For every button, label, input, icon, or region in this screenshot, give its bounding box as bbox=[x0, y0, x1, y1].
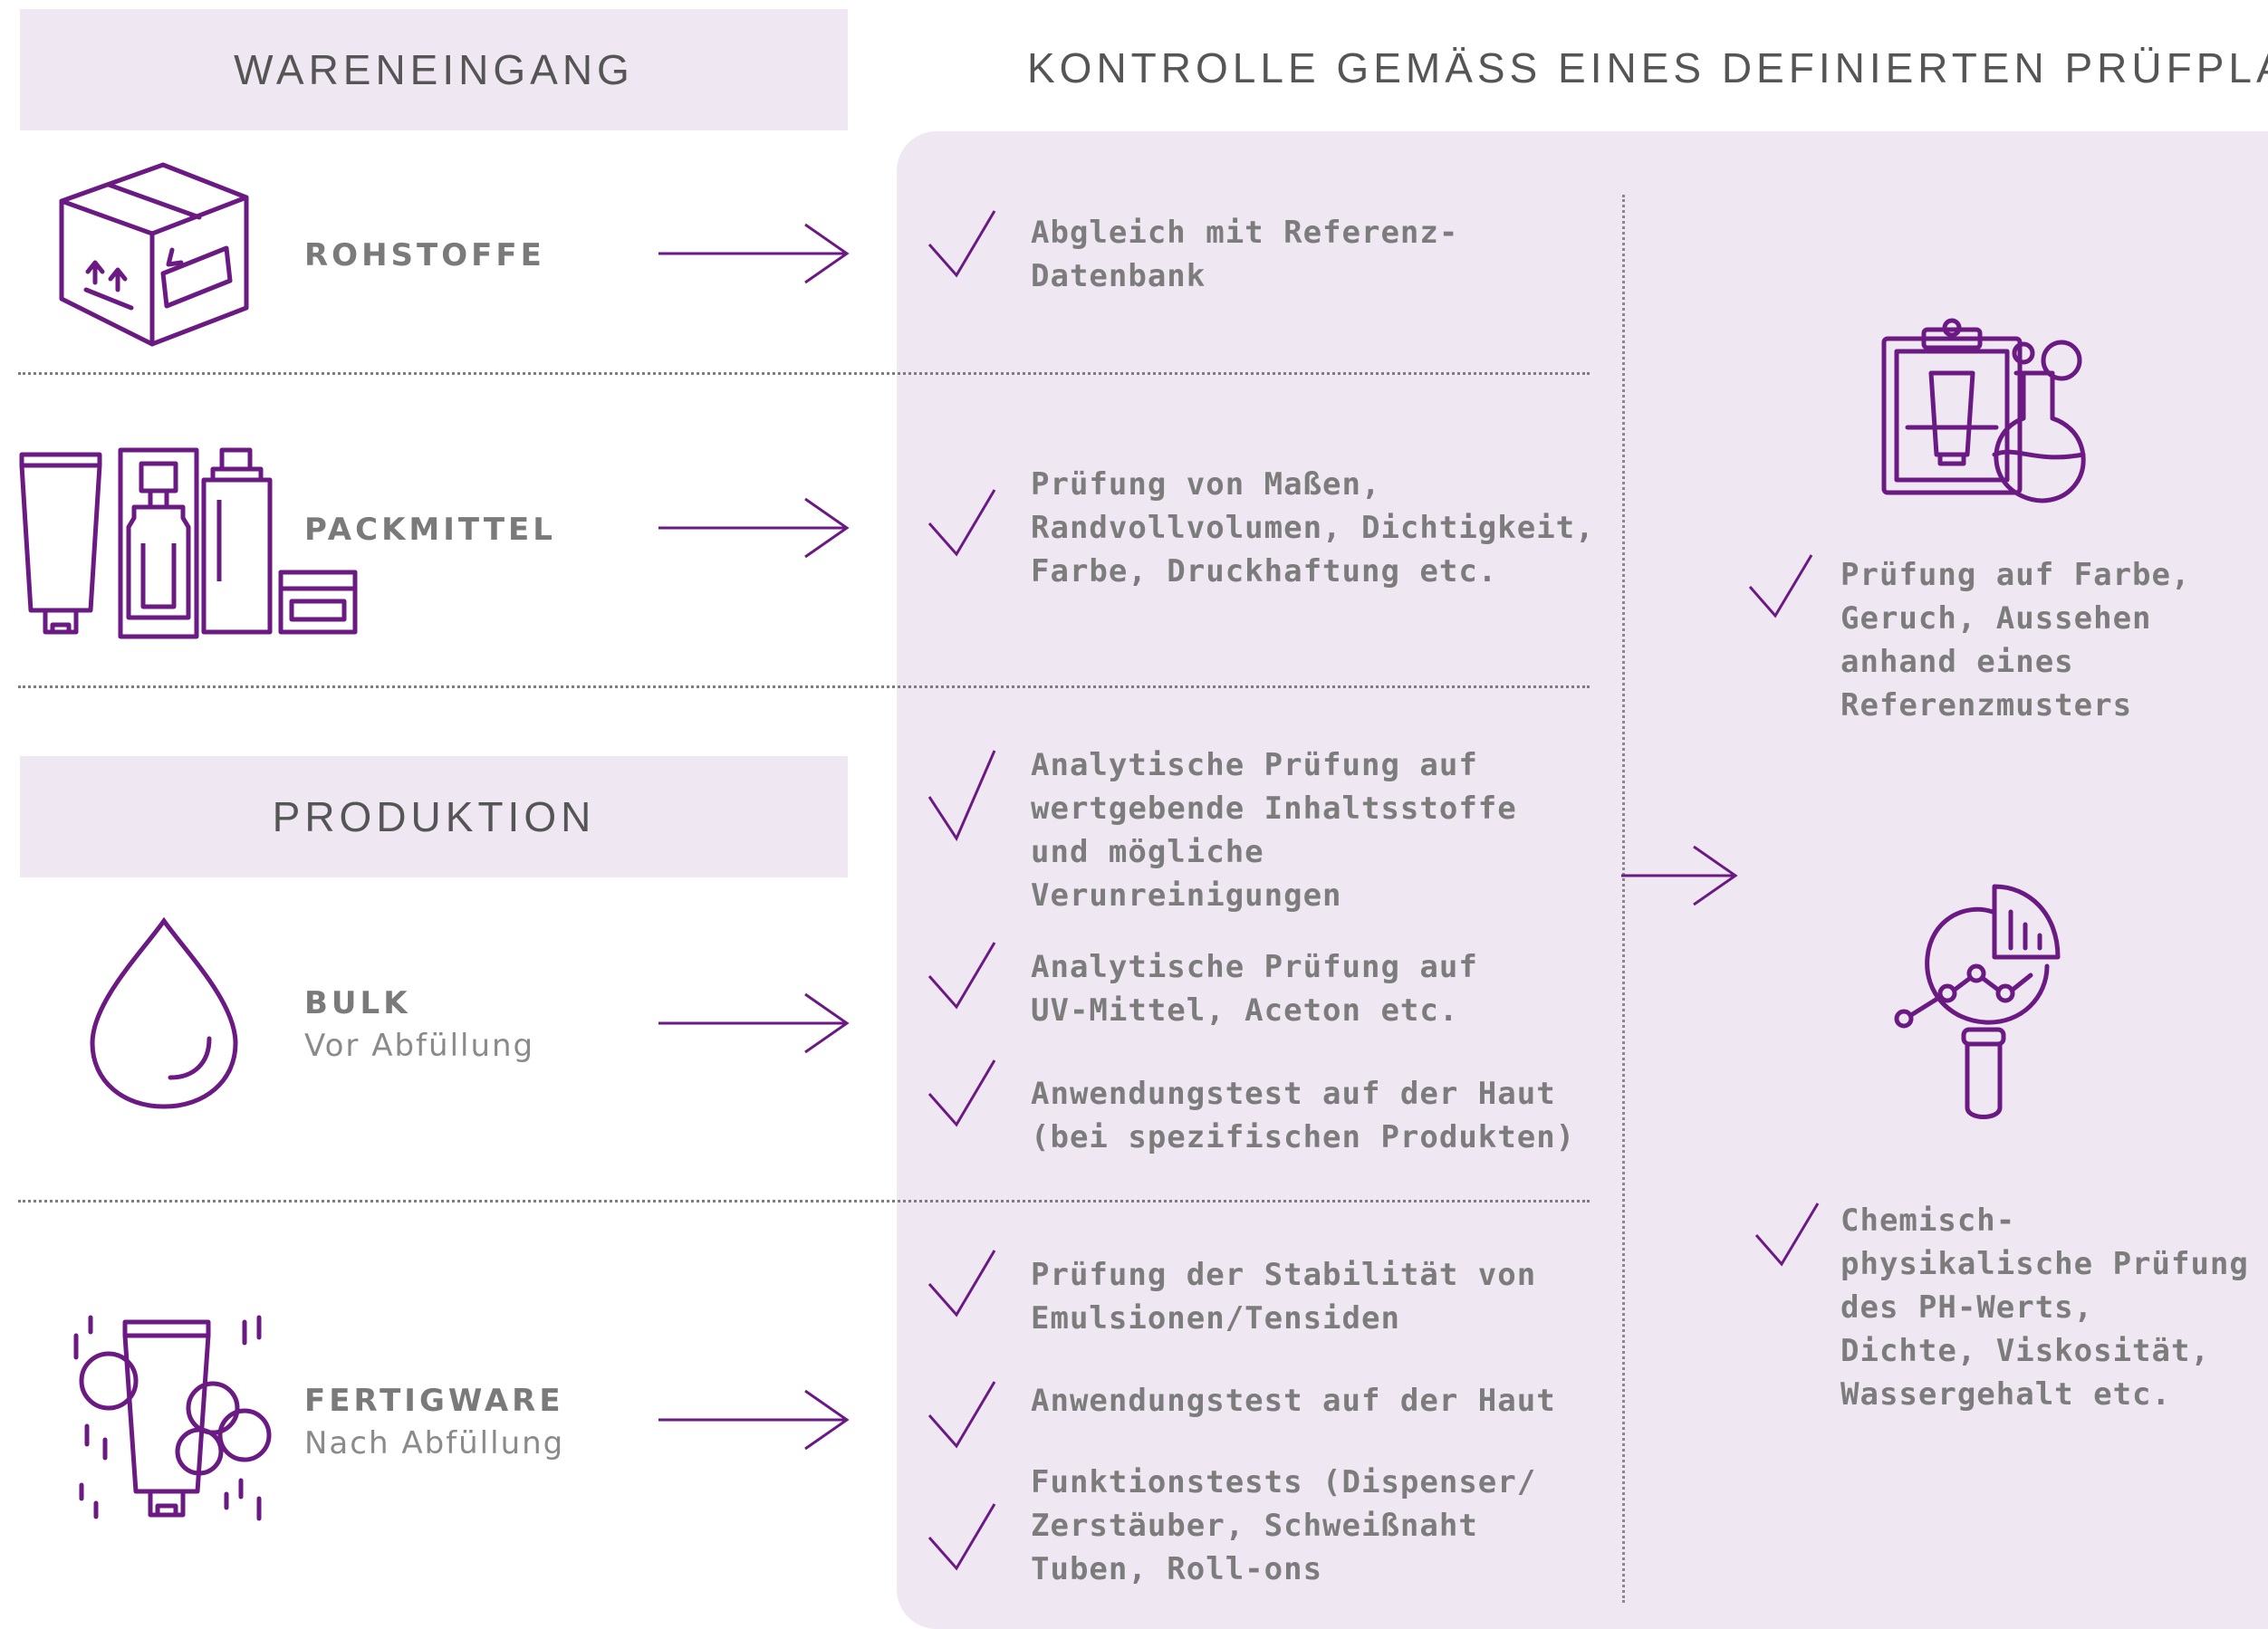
check-packmittel-text: Prüfung von Maßen, Randvollvolumen, Dich… bbox=[1031, 466, 1595, 589]
check-icon bbox=[927, 750, 996, 842]
check-icon bbox=[927, 1381, 996, 1449]
separator-1 bbox=[18, 372, 1590, 375]
inspection-panel bbox=[897, 131, 2268, 1629]
header-produktion: PRODUKTION bbox=[20, 756, 848, 877]
header-wareneingang-label: WARENEINGANG bbox=[234, 46, 634, 93]
separator-vertical bbox=[1622, 195, 1625, 1603]
lab-check-text-2: Chemisch- physikalische Prüfung des PH-W… bbox=[1840, 1203, 2249, 1413]
check-icon bbox=[1748, 554, 1813, 618]
category-rohstoffe-title: ROHSTOFFE bbox=[304, 237, 545, 273]
check-icon bbox=[927, 1250, 996, 1318]
category-packmittel-title: PACKMITTEL bbox=[304, 512, 556, 548]
arrow-right-icon bbox=[658, 992, 850, 1054]
separator-2 bbox=[18, 685, 1590, 688]
header-produktion-label: PRODUKTION bbox=[272, 793, 596, 840]
lab-clipboard-flask-icon bbox=[1881, 318, 2086, 503]
category-bulk-subtitle: Vor Abfüllung bbox=[304, 1028, 535, 1064]
check-icon bbox=[1754, 1203, 1820, 1267]
check-bulk-text-2: Analytische Prüfung auf UV-Mittel, Aceto… bbox=[1031, 949, 1478, 1029]
check-icon bbox=[927, 210, 996, 278]
check-bulk-text-1: Analytische Prüfung auf wertgebende Inha… bbox=[1031, 747, 1517, 914]
separator-3 bbox=[18, 1200, 1590, 1203]
lab-check-text-1: Prüfung auf Farbe, Geruch, Aussehen anha… bbox=[1840, 557, 2191, 723]
packaging-icon bbox=[19, 447, 358, 639]
box-icon bbox=[59, 162, 249, 347]
category-fertigware-subtitle: Nach Abfüllung bbox=[304, 1425, 565, 1461]
magnifier-chart-icon bbox=[1894, 884, 2061, 1119]
check-bulk-text-3: Anwendungstest auf der Haut (bei spezifi… bbox=[1031, 1076, 1576, 1155]
header-kontrolle: KONTROLLE GEMÄSS EINES DEFINIERTEN PRÜFP… bbox=[1027, 44, 2268, 91]
check-icon bbox=[927, 1059, 996, 1127]
arrow-right-icon bbox=[658, 497, 850, 559]
header-wareneingang: WARENEINGANG bbox=[20, 9, 848, 130]
check-fertigware-text-3: Funktionstests (Dispenser/ Zerstäuber, S… bbox=[1031, 1464, 1537, 1587]
drop-icon bbox=[90, 916, 238, 1109]
check-icon bbox=[927, 942, 996, 1010]
category-fertigware-title: FERTIGWARE bbox=[304, 1383, 564, 1419]
check-fertigware-text-1: Prüfung der Stabilität von Emulsionen/Te… bbox=[1031, 1257, 1537, 1337]
category-bulk-title: BULK bbox=[304, 985, 411, 1021]
arrow-right-icon bbox=[658, 223, 850, 284]
check-icon bbox=[927, 1503, 996, 1571]
arrow-right-icon bbox=[1621, 845, 1738, 906]
check-icon bbox=[927, 489, 996, 557]
finished-product-icon bbox=[73, 1315, 272, 1521]
check-rohstoffe-text: Abgleich mit Referenz- Datenbank bbox=[1031, 215, 1459, 294]
check-fertigware-text-2: Anwendungstest auf der Haut bbox=[1031, 1383, 1556, 1419]
arrow-right-icon bbox=[658, 1389, 850, 1451]
